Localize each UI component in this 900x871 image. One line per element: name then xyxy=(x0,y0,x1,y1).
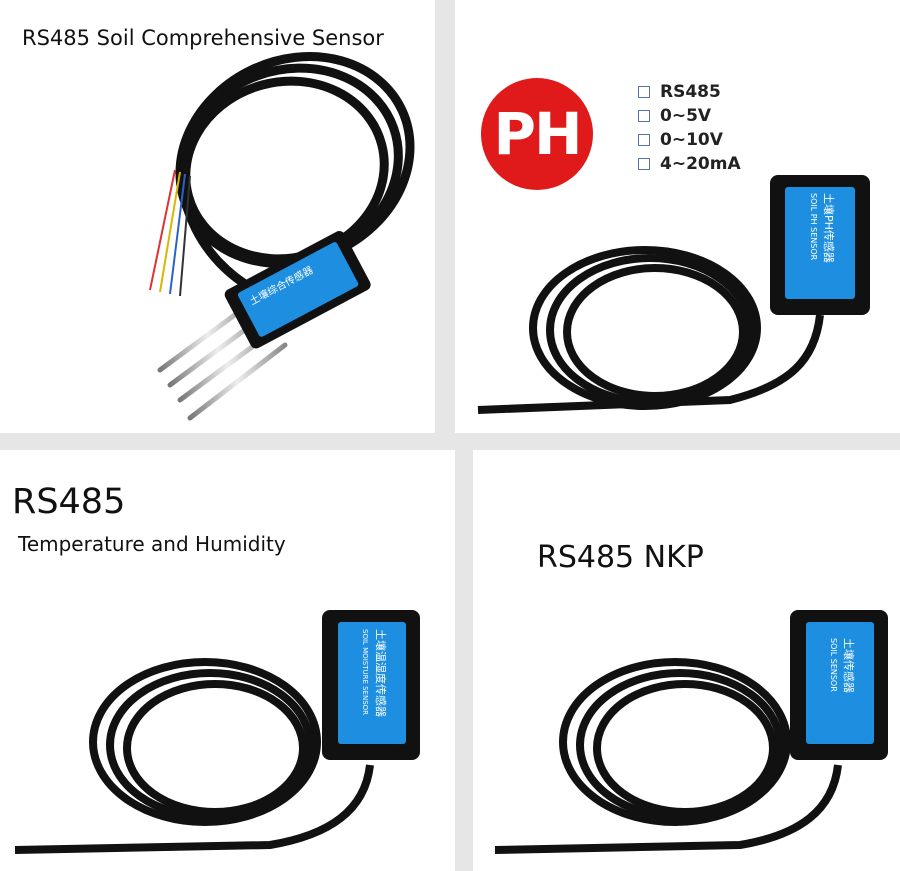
npk-title: RS485 NKP xyxy=(537,540,704,575)
output-options-list: RS485 0~5V 0~10V 4~20mA xyxy=(638,80,741,176)
option-rs485: RS485 xyxy=(638,80,741,104)
ph-sensor-image: 土壤PH传感器 SOIL PH SENSOR xyxy=(477,37,870,414)
checkbox-icon xyxy=(638,110,650,122)
label-text: 土壤温湿度传感器 xyxy=(374,629,388,717)
comprehensive-sensor-title: RS485 Soil Comprehensive Sensor xyxy=(22,26,384,50)
option-0-10v: 0~10V xyxy=(638,128,741,152)
checkbox-icon xyxy=(638,158,650,170)
label-text: 土壤传感器 xyxy=(842,638,856,693)
label-sub-text: SOIL SENSOR xyxy=(829,638,838,692)
checkbox-icon xyxy=(638,86,650,98)
label-sub-text: SOIL PH SENSOR xyxy=(809,193,818,261)
label-text: 土壤PH传感器 xyxy=(822,193,836,263)
option-0-5v: 0~5V xyxy=(638,104,741,128)
label-sub-text: SOIL MOISTURE SENSOR xyxy=(361,629,369,715)
checkbox-icon xyxy=(638,134,650,146)
ph-badge: PH xyxy=(481,78,593,190)
option-label: 0~10V xyxy=(660,130,723,150)
option-4-20ma: 4~20mA xyxy=(638,152,741,176)
temp-humidity-subtitle: Temperature and Humidity xyxy=(18,532,286,556)
option-label: 4~20mA xyxy=(660,154,741,174)
npk-sensor-image: 土壤传感器 SOIL SENSOR xyxy=(494,472,888,854)
option-label: RS485 xyxy=(660,82,721,102)
option-label: 0~5V xyxy=(660,106,712,126)
comprehensive-sensor-image: 土壤综合传感器 xyxy=(149,52,415,421)
temp-humidity-sensor-image: 土壤温湿度传感器 SOIL MOISTURE SENSOR xyxy=(14,472,420,854)
temp-humidity-title: RS485 xyxy=(12,482,126,522)
